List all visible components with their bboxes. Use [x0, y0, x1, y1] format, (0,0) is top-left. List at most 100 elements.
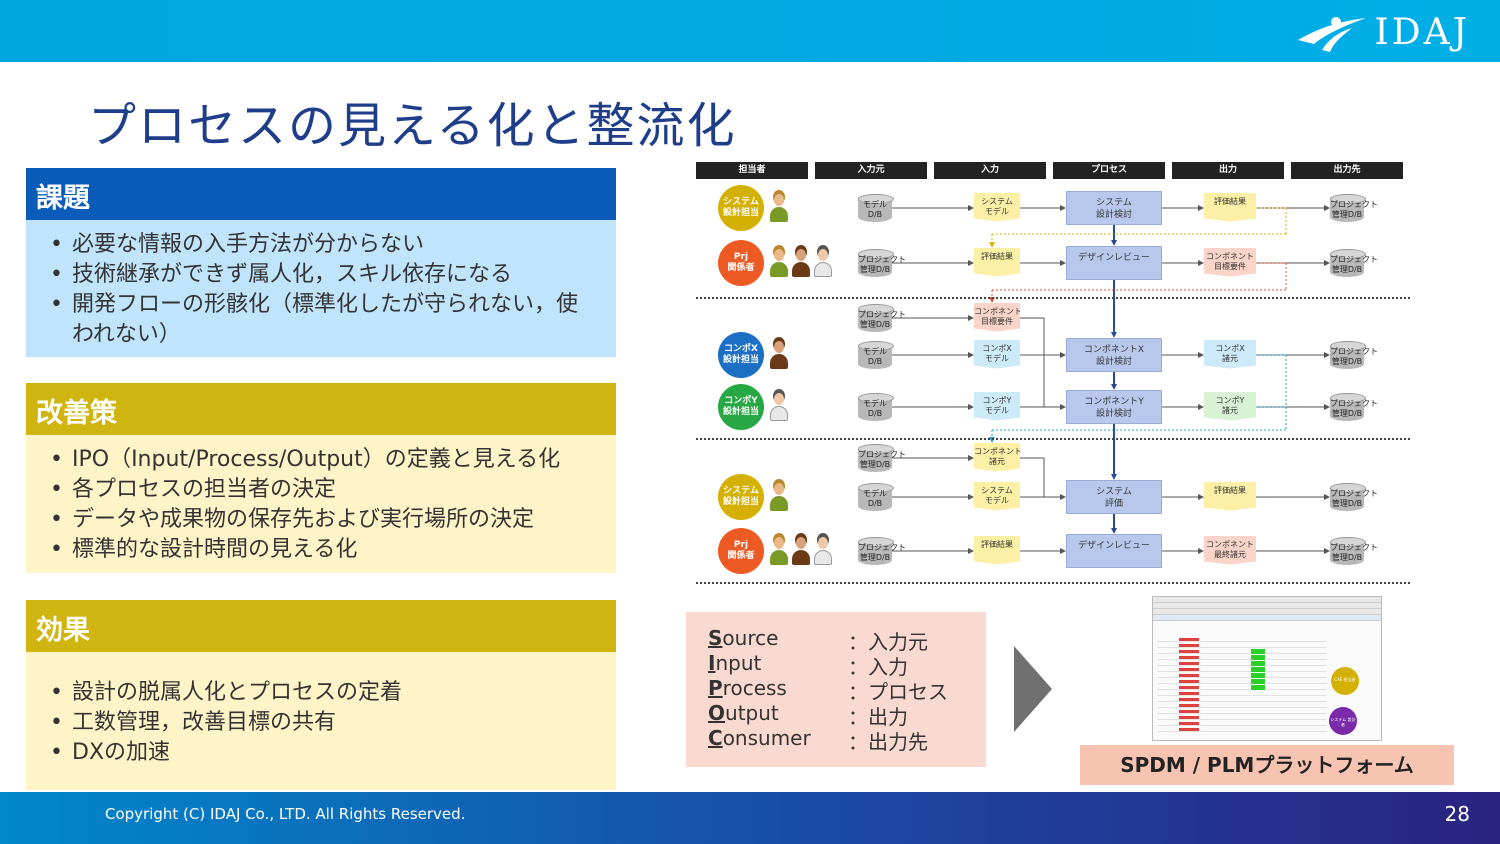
- row-label: [1179, 722, 1199, 725]
- table-row: [1157, 703, 1327, 708]
- arrowhead-icon: [1198, 494, 1204, 500]
- row-label: [1179, 716, 1199, 719]
- list-item: 工数管理，改善目標の共有: [46, 708, 596, 738]
- row-label: [1179, 704, 1199, 707]
- person-icon: [770, 194, 788, 222]
- list-item: データや成果物の保存先および実行場所の決定: [46, 505, 596, 535]
- status-cell: [1251, 661, 1265, 666]
- list-item: 設計の脱属人化とプロセスの定着: [46, 678, 596, 708]
- arrowhead-icon: [968, 352, 974, 358]
- list-item: IPO（Input/Process/Output）の定義と見える化: [46, 445, 596, 475]
- arrowhead-icon: [1324, 260, 1330, 266]
- ipo-row-process: Process ：プロセス: [708, 676, 948, 704]
- input-document: システム モデル: [974, 193, 1020, 222]
- role-badge: システム 設計担当: [718, 474, 764, 520]
- column-header: 担当者: [696, 162, 808, 179]
- database-icon: プロジェクト 管理D/B: [1330, 249, 1378, 277]
- row-label: [1179, 692, 1199, 695]
- issues-panel: 課題 必要な情報の入手方法が分からない 技術継承ができず属人化，スキル依存になる…: [26, 168, 616, 357]
- database-icon: プロジェクト 管理D/B: [858, 444, 906, 472]
- row-label: [1179, 728, 1199, 731]
- arrowhead-icon: [968, 455, 974, 461]
- improvements-heading: 改善策: [26, 383, 616, 435]
- person-icon: [770, 249, 788, 277]
- table-row: [1157, 715, 1327, 720]
- row-label: [1179, 686, 1199, 689]
- row-label: [1179, 638, 1199, 641]
- arrowhead-icon: [1060, 548, 1066, 554]
- status-cell: [1251, 685, 1265, 690]
- output-document: 評価結果: [1204, 482, 1256, 511]
- arrowhead-icon: [968, 205, 974, 211]
- database-icon: モデル D/B: [858, 341, 894, 369]
- input-document: 評価結果: [974, 248, 1020, 277]
- mini-role-system: システム 設計者: [1329, 707, 1357, 735]
- row-label: [1179, 710, 1199, 713]
- flow-connectors: [892, 205, 1330, 554]
- input-document: コンポY モデル: [974, 392, 1020, 421]
- input-document: 評価結果: [974, 536, 1020, 565]
- arrowhead-icon: [1324, 352, 1330, 358]
- arrow-right-icon: [1014, 646, 1052, 732]
- ipo-legend: Source ：入力元 Input ：入力 Process ：プロセス Outp…: [686, 612, 986, 767]
- person-icon: [814, 537, 832, 565]
- page-title: プロセスの見える化と整流化: [88, 98, 737, 154]
- output-document: コンポY 諸元: [1204, 392, 1256, 421]
- ipo-row-input: Input ：入力: [708, 651, 908, 679]
- logo-swoosh-icon: [1298, 17, 1367, 52]
- row-label: [1179, 650, 1199, 653]
- table-row: [1157, 685, 1327, 690]
- table-row: [1157, 679, 1327, 684]
- input-document: コンポネント 諸元: [974, 443, 1020, 472]
- process-box: システム 評価: [1066, 480, 1162, 514]
- table-row: [1157, 655, 1327, 660]
- arrowhead-icon: [1198, 352, 1204, 358]
- database-icon: プロジェクト 管理D/B: [858, 304, 906, 332]
- arrowhead-icon: [1324, 404, 1330, 410]
- page-number: 28: [1444, 802, 1470, 826]
- arrowhead-icon: [1060, 260, 1066, 266]
- table-row: [1157, 697, 1327, 702]
- table-row: [1157, 667, 1327, 672]
- table-row: [1157, 691, 1327, 696]
- database-icon: プロジェクト 管理D/B: [1330, 483, 1378, 511]
- table-row: [1157, 721, 1327, 726]
- person-icon: [792, 249, 810, 277]
- process-box: デザインレビュー: [1066, 246, 1162, 280]
- row-label: [1179, 668, 1199, 671]
- database-icon: モデル D/B: [858, 393, 894, 421]
- role-badge: システム 設計担当: [718, 185, 764, 231]
- arrowhead-icon: [968, 548, 974, 554]
- role-badge: コンポX 設計担当: [718, 332, 764, 378]
- arrowhead-icon: [1111, 528, 1117, 534]
- input-document: コンポX モデル: [974, 340, 1020, 369]
- person-icon: [814, 249, 832, 277]
- arrowhead-icon: [1060, 205, 1066, 211]
- arrowhead-icon: [1198, 404, 1204, 410]
- list-item: 技術継承ができず属人化，スキル依存になる: [46, 260, 596, 290]
- output-document: コンポネント 目標要件: [1204, 248, 1256, 277]
- arrowhead-icon: [968, 404, 974, 410]
- database-icon: プロジェクト 管理D/B: [1330, 537, 1378, 565]
- table-row: [1157, 637, 1327, 642]
- output-document: コンポX 諸元: [1204, 340, 1256, 369]
- mini-role-cae: CAE 担当者: [1331, 667, 1359, 695]
- input-document: コンポネント 目標要件: [974, 303, 1020, 332]
- row-label: [1179, 698, 1199, 701]
- section-divider: [696, 438, 1410, 440]
- person-icon: [770, 483, 788, 511]
- header-bar: IDAJ: [0, 0, 1500, 62]
- database-icon: モデル D/B: [858, 483, 894, 511]
- section-divider: [696, 297, 1410, 299]
- row-label: [1179, 644, 1199, 647]
- list-item: 開発フローの形骸化（標準化したが守られない，使われない）: [46, 290, 596, 350]
- output-document: コンポネント 最終諸元: [1204, 536, 1256, 565]
- status-cell: [1251, 679, 1265, 684]
- process-box: コンポネントX 設計検討: [1066, 338, 1162, 372]
- logo-text: IDAJ: [1374, 11, 1470, 53]
- role-badge: コンポY 設計担当: [718, 384, 764, 430]
- database-icon: プロジェクト 管理D/B: [1330, 393, 1378, 421]
- platform-label: SPDM / PLMプラットフォーム: [1080, 745, 1454, 785]
- output-document: 評価結果: [1204, 193, 1256, 222]
